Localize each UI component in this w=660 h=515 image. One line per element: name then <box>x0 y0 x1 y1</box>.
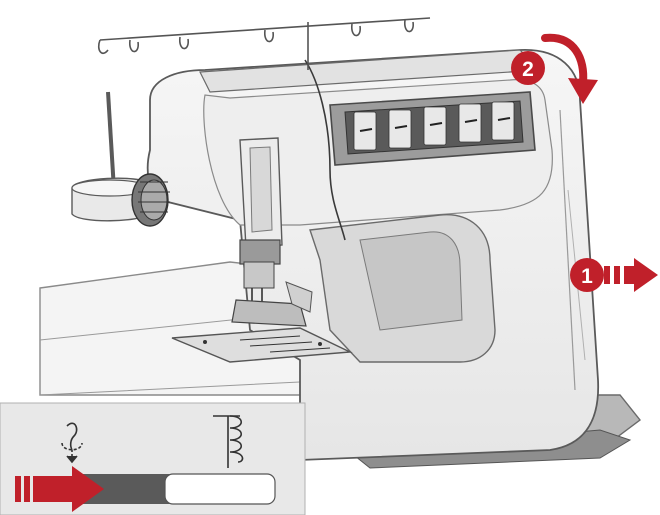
swing-down-arrow <box>541 33 598 104</box>
pull-direction-arrow <box>604 258 658 292</box>
inset-panel <box>0 402 306 515</box>
needle-assembly <box>231 137 313 327</box>
thread-path <box>304 59 346 241</box>
inset-arrow-right <box>15 466 104 512</box>
callout-badge-1: 1 <box>570 258 604 292</box>
thread-hook-icon <box>61 422 83 464</box>
callout-badge-2: 2 <box>511 51 545 85</box>
svg-text:2: 2 <box>522 58 534 81</box>
spool-pin <box>71 91 151 222</box>
thread-guide-antenna <box>97 17 431 70</box>
needle-plate <box>171 327 353 363</box>
handwheel <box>131 173 170 227</box>
inset-bar-window <box>164 473 276 505</box>
thread-coil-icon <box>213 415 244 468</box>
svg-text:1: 1 <box>581 265 593 288</box>
tension-dials-window <box>329 91 536 166</box>
